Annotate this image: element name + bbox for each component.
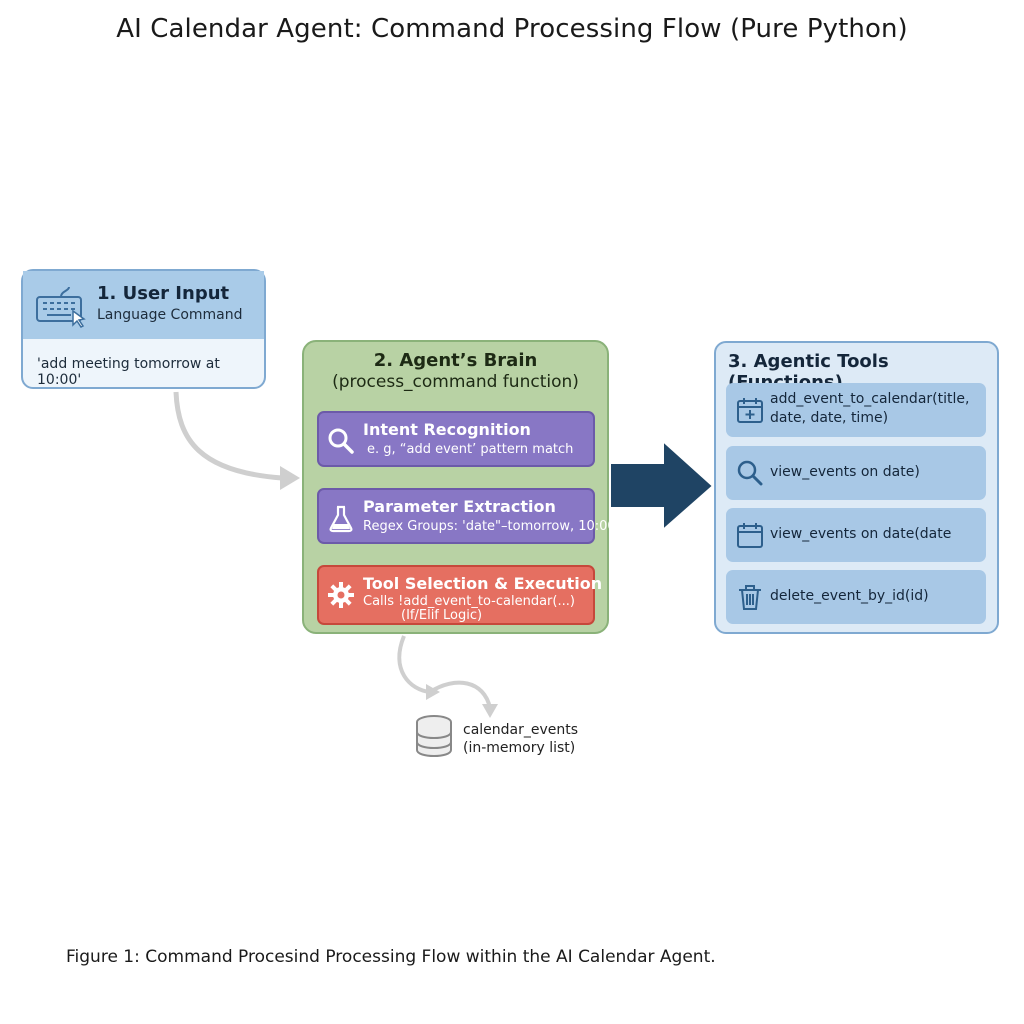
tool-label: view_events on date) [770, 464, 920, 480]
tool-delete-event: delete_event_by_id(id) [726, 570, 986, 624]
flask-icon [329, 505, 353, 533]
trash-icon [739, 585, 761, 610]
storage-left-arrowhead [426, 684, 440, 700]
step-description: e. g, “add event’ pattern match [367, 442, 574, 457]
tool-label: add_event_to_calendar(title, [770, 391, 970, 407]
user-input-header [23, 271, 264, 339]
gear-icon [328, 582, 354, 608]
user-input-subtitle: Language Command [97, 307, 243, 323]
user-input-example: 'add meeting tomorrow at 10:00' [37, 356, 220, 388]
agent-brain-box: 2. Agent’s Brain (process_command functi… [302, 340, 616, 634]
storage-right-arrowhead [482, 704, 498, 718]
tool-add-event: add_event_to_calendar(title, date, date,… [726, 383, 986, 437]
agent-brain-title: 2. Agent’s Brain [373, 350, 538, 371]
agentic-tools-box: 3. Agentic Tools (Functions) add_event_t… [714, 341, 999, 634]
calendar-plus-icon [737, 398, 763, 423]
intent-recognition-step: Intent Recognition e. g, “add event’ pat… [317, 411, 595, 467]
input-to-brain-connector [173, 391, 283, 481]
calendar-icon [737, 523, 763, 548]
tool-selection-step: Tool Selection & Execution Calls !add_ev… [317, 565, 602, 625]
figure-caption: Figure 1: Command Procesind Processing F… [66, 947, 716, 967]
tool-label: delete_event_by_id(id) [770, 588, 929, 604]
step-description: Regex Groups: 'date"–tomorrow, 10:00 [363, 519, 616, 534]
tool-label-line2: date, date, time) [770, 410, 889, 426]
storage-name: calendar_events [463, 722, 579, 738]
brain-to-tools-arrow [609, 438, 715, 533]
user-input-title: 1. User Input [97, 283, 230, 304]
input-to-brain-arrowhead [280, 466, 300, 490]
tool-view-events: view_events on date) [726, 446, 986, 500]
step-description-secondary: (If/Elif Logic) [401, 608, 483, 623]
step-description: Calls !add_event_to-calendar(...) [363, 594, 575, 609]
storage-description: (in-memory list) [463, 740, 576, 756]
step-title: Parameter Extraction [363, 497, 556, 516]
user-input-box: 1. User Input Language Command 'add meet… [21, 269, 266, 389]
step-title: Tool Selection & Execution [363, 574, 603, 593]
parameter-extraction-step: Parameter Extraction Regex Groups: 'date… [317, 488, 616, 544]
agent-brain-subtitle: (process_command function) [332, 372, 579, 392]
brain-to-storage-connector [397, 635, 492, 709]
keyboard-icon [36, 286, 86, 328]
database-icon [416, 715, 452, 757]
diagram-title: AI Calendar Agent: Command Processing Fl… [116, 14, 908, 44]
search-icon [737, 460, 763, 486]
tool-view-events-date: view_events on date(date [726, 508, 986, 562]
tool-label: view_events on date(date [770, 526, 952, 542]
step-title: Intent Recognition [363, 420, 531, 439]
search-icon [328, 428, 354, 454]
